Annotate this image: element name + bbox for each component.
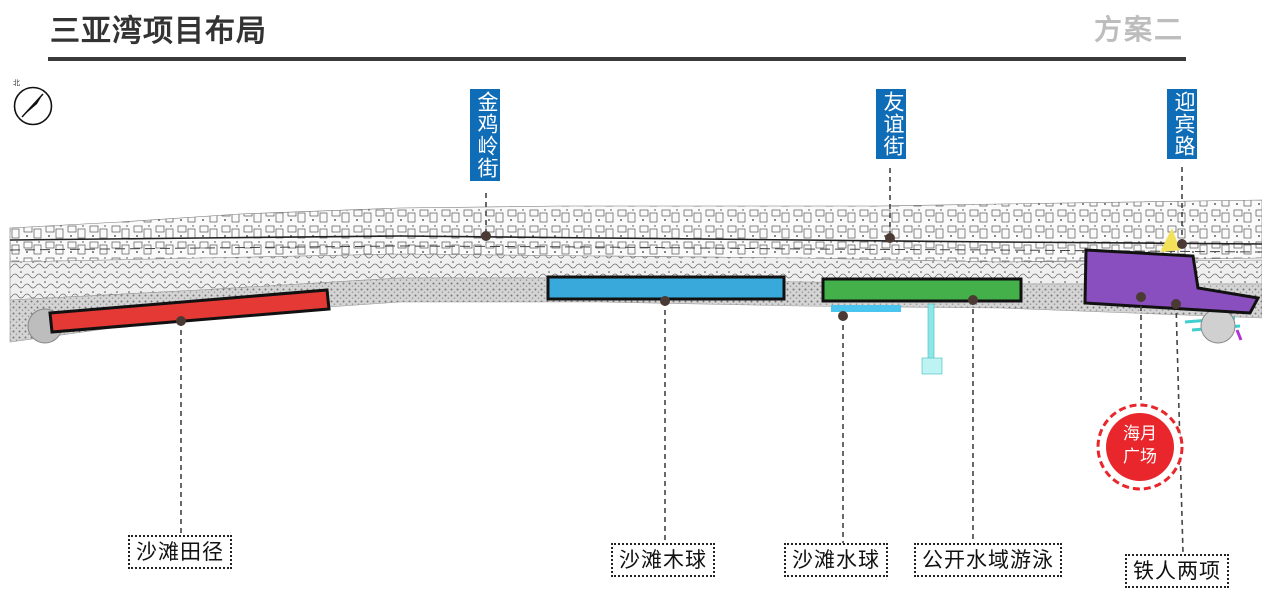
label-triathlon: 铁人两项	[1125, 554, 1229, 588]
label-beach-water-polo: 沙滩水球	[784, 543, 888, 577]
street-tag-jinjiling: 金鸡岭街	[470, 89, 500, 181]
zone-beach-croquet	[546, 275, 786, 301]
street-tag-yingbin: 迎宾路	[1167, 89, 1197, 159]
zone-plaza	[1083, 248, 1261, 315]
zone-beach-trail	[48, 288, 331, 334]
anchor-dots	[176, 231, 1187, 326]
page-title: 三亚湾项目布局	[50, 14, 267, 49]
compass-mark: 北	[13, 79, 20, 87]
compass: 北	[13, 79, 53, 126]
leader-lines	[180, 167, 1184, 554]
coastal-road	[9, 235, 1262, 245]
north-arrow-icon	[13, 86, 53, 126]
street-tag-youyi: 友谊街	[876, 89, 906, 159]
plaza-badge-line2: 广场	[1123, 447, 1157, 467]
label-open-water-swimming: 公开水域游泳	[914, 543, 1062, 577]
title-divider	[48, 57, 1186, 61]
pier-structure	[831, 305, 901, 312]
plaza-badge-line1: 海月	[1123, 424, 1157, 444]
zone-swimming	[821, 277, 1023, 303]
plaza-badge-label: 海月 广场	[1107, 423, 1173, 469]
scheme-label: 方案二	[1093, 13, 1184, 46]
label-beach-croquet: 沙滩木球	[611, 543, 715, 577]
label-beach-trail: 沙滩田径	[128, 535, 232, 569]
plaza-badge	[1106, 413, 1174, 481]
